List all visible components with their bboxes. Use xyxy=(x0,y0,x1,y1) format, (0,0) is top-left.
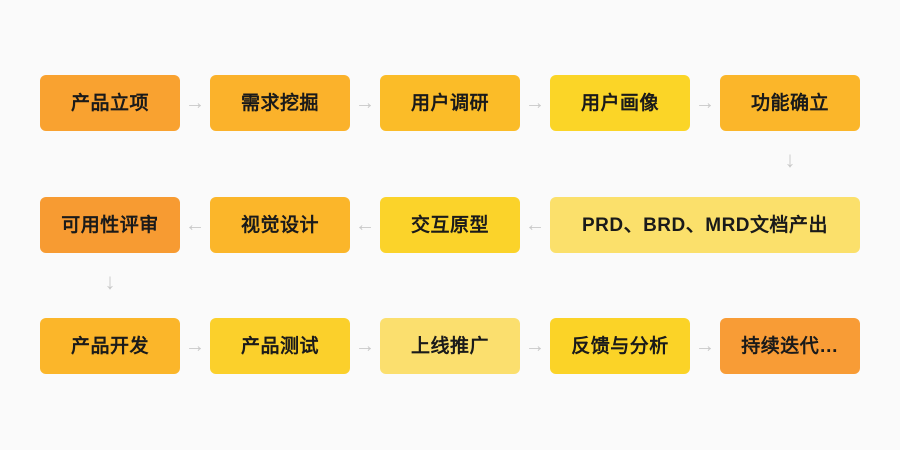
flow-node-label: 上线推广 xyxy=(410,335,489,357)
flow-node[interactable]: 持续迭代… xyxy=(720,318,860,374)
flow-node[interactable]: 用户画像 xyxy=(550,75,690,131)
arrow-left-icon: ← xyxy=(525,214,545,236)
arrow-right-icon: → xyxy=(185,335,205,357)
arrow-down-row2-to-row3-icon: ↓ xyxy=(104,269,116,294)
flow-node[interactable]: 上线推广 xyxy=(380,318,520,374)
flow-node[interactable]: 产品开发 xyxy=(40,318,180,374)
arrow-down-row1-to-row2-icon: ↓ xyxy=(784,147,796,172)
flow-node[interactable]: 需求挖掘 xyxy=(210,75,350,131)
flow-node-label: 需求挖掘 xyxy=(240,92,319,114)
flow-node[interactable]: 视觉设计 xyxy=(210,197,350,253)
flow-node-label: 功能确立 xyxy=(750,92,829,114)
flow-node-label: 反馈与分析 xyxy=(571,335,669,357)
arrow-right-icon: → xyxy=(355,335,375,357)
flow-node[interactable]: 产品立项 xyxy=(40,75,180,131)
arrow-right-icon: → xyxy=(525,335,545,357)
arrow-left-icon: ← xyxy=(355,214,375,236)
flow-node-label: 用户画像 xyxy=(580,92,659,114)
flow-node-label: 产品开发 xyxy=(70,335,149,357)
flow-node-label: 交互原型 xyxy=(410,214,489,236)
arrow-right-icon: → xyxy=(355,92,375,114)
arrow-right-icon: → xyxy=(525,92,545,114)
arrow-right-icon: → xyxy=(185,92,205,114)
flow-node-label: 可用性评审 xyxy=(61,214,159,236)
flow-node[interactable]: PRD、BRD、MRD文档产出 xyxy=(550,197,860,253)
arrow-right-icon: → xyxy=(695,335,715,357)
flow-node[interactable]: 反馈与分析 xyxy=(550,318,690,374)
flow-node-label: PRD、BRD、MRD文档产出 xyxy=(581,214,829,236)
flow-node[interactable]: 用户调研 xyxy=(380,75,520,131)
arrow-right-icon: → xyxy=(695,92,715,114)
flow-node-label: 产品测试 xyxy=(240,335,319,357)
flow-node[interactable]: 交互原型 xyxy=(380,197,520,253)
flow-node-label: 产品立项 xyxy=(70,92,149,114)
flow-node-label: 用户调研 xyxy=(410,92,489,114)
flow-node[interactable]: 可用性评审 xyxy=(40,197,180,253)
flow-node-label: 视觉设计 xyxy=(240,214,319,236)
flow-node[interactable]: 产品测试 xyxy=(210,318,350,374)
flow-node-label: 持续迭代… xyxy=(741,335,839,357)
arrow-left-icon: ← xyxy=(185,214,205,236)
flow-node[interactable]: 功能确立 xyxy=(720,75,860,131)
